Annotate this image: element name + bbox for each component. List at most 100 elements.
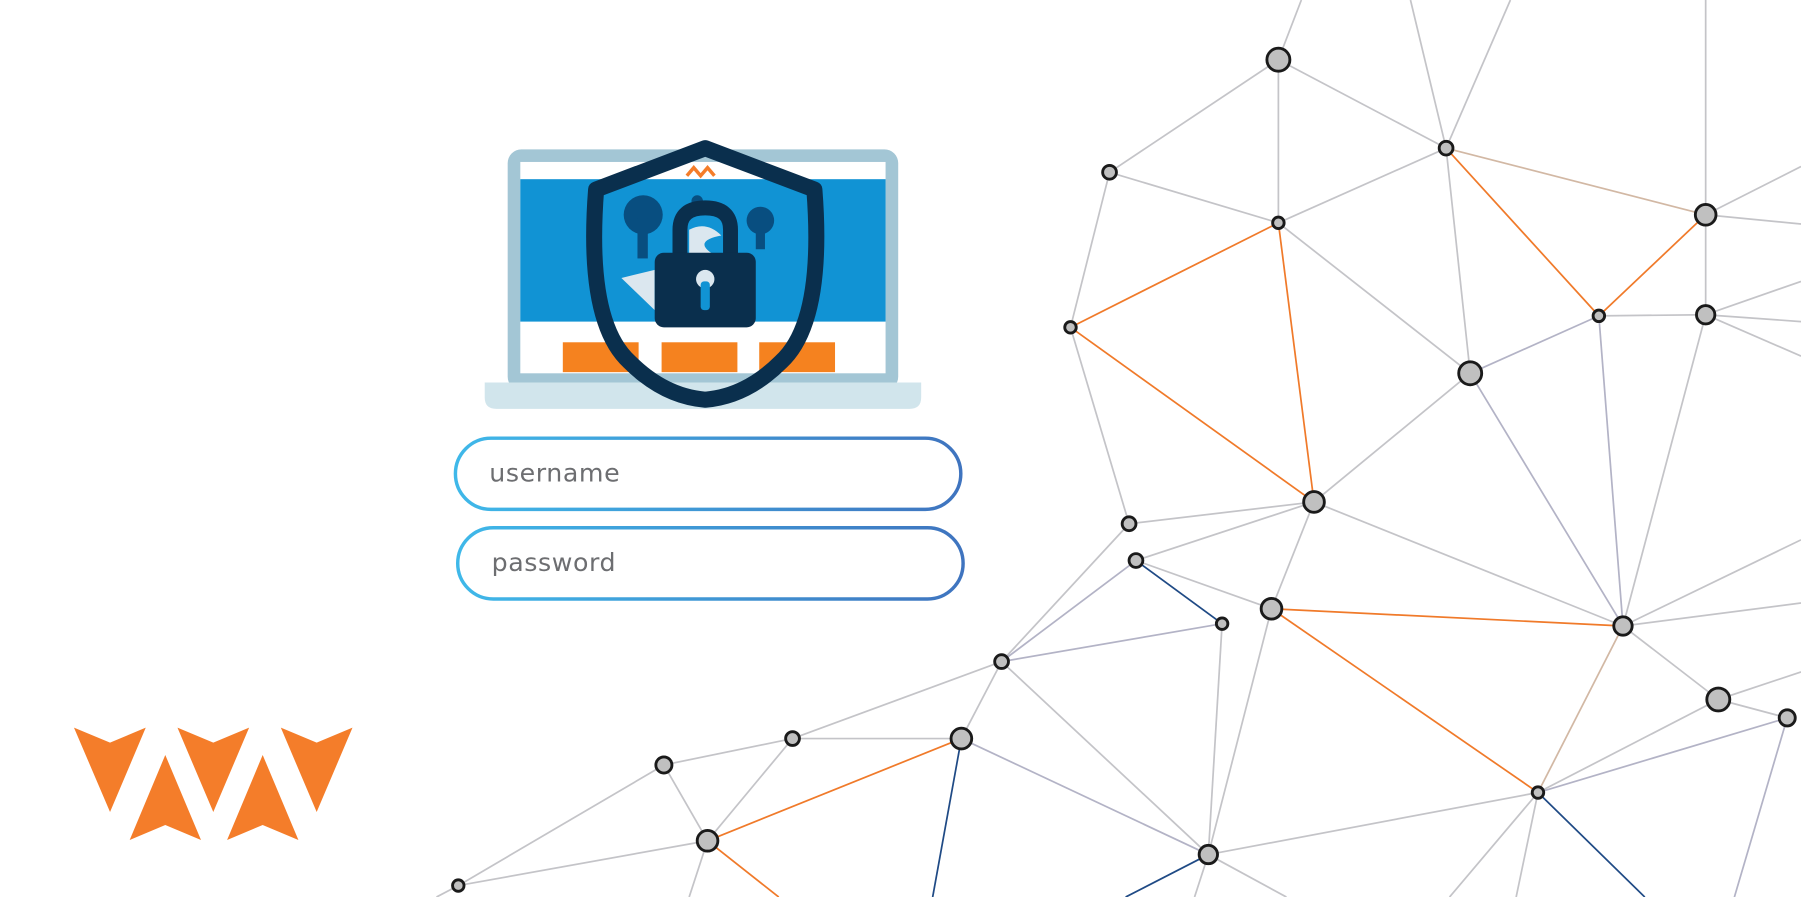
network-node <box>993 653 1010 670</box>
network-edge <box>1270 501 1315 610</box>
network-node <box>784 730 801 747</box>
network-edge <box>1000 523 1130 663</box>
network-node <box>1530 785 1546 800</box>
network-edge <box>1208 791 1539 856</box>
network-node <box>1695 304 1717 326</box>
network-node <box>1612 615 1634 637</box>
network-edge <box>1313 501 1624 627</box>
network-edge <box>1705 313 1801 357</box>
network-edge <box>1409 0 1447 149</box>
network-edge <box>1135 501 1315 562</box>
network-node <box>1120 515 1138 533</box>
network-node <box>949 726 974 751</box>
network-node <box>1777 708 1797 728</box>
network-edge <box>1622 314 1707 627</box>
network-node <box>1063 320 1078 335</box>
network-edge <box>1135 559 1223 625</box>
network-edge <box>1207 853 1287 897</box>
network-edge <box>1207 608 1273 855</box>
network-node <box>451 878 466 893</box>
network-edge <box>1109 59 1279 174</box>
network-node <box>1591 308 1607 324</box>
network-edge <box>1705 165 1801 216</box>
network-node <box>1693 203 1718 227</box>
network-edge <box>1622 539 1801 627</box>
network-node <box>1271 215 1286 231</box>
network-edge <box>1135 559 1272 610</box>
network-node <box>1457 360 1484 387</box>
network-edge <box>1271 607 1624 627</box>
network-edge <box>1622 625 1719 701</box>
network-edge <box>1469 372 1624 627</box>
network-node <box>1705 686 1732 713</box>
network-edge <box>1277 222 1471 374</box>
network-edge <box>1469 315 1600 375</box>
network-edge <box>457 764 665 887</box>
network-edge <box>1069 172 1111 328</box>
network-node <box>1127 552 1145 569</box>
network-edge <box>960 661 1003 739</box>
password-placeholder: password <box>491 549 617 578</box>
network-node <box>1101 163 1118 181</box>
network-edge <box>1622 602 1801 627</box>
network-edge <box>707 737 962 842</box>
username-placeholder: username <box>489 459 621 489</box>
network-edge <box>707 840 780 897</box>
network-edge <box>792 660 1002 740</box>
network-edge <box>1001 559 1137 663</box>
network-edge <box>1598 313 1706 317</box>
brand-logo <box>73 727 353 840</box>
network-edge <box>1733 717 1789 897</box>
network-node <box>695 829 720 853</box>
network-node <box>654 755 674 775</box>
network-edge <box>706 737 794 842</box>
network-node <box>1302 490 1326 514</box>
network-edge <box>1069 326 1315 503</box>
network-edge <box>1125 853 1209 897</box>
network-edge <box>1277 58 1447 149</box>
network-edge <box>1445 147 1600 317</box>
network-edge <box>1109 171 1279 224</box>
network-edge <box>1705 280 1801 316</box>
network-edge <box>1001 622 1223 663</box>
password-field[interactable]: password <box>457 526 965 601</box>
network-edge <box>1537 625 1624 793</box>
network-node <box>1265 46 1292 73</box>
network-edge <box>1271 608 1539 794</box>
padlock-icon <box>654 200 756 328</box>
network-edge <box>1277 222 1315 503</box>
network-edge <box>961 737 1209 856</box>
network-edge <box>1445 0 1512 149</box>
network-edge <box>1069 327 1130 525</box>
network-edge <box>1705 313 1801 323</box>
network-edge <box>1537 717 1788 794</box>
network-node <box>1437 139 1455 157</box>
network-edge <box>663 737 793 766</box>
network-edge <box>1278 147 1447 224</box>
network-edge <box>931 738 963 897</box>
network-node <box>1197 843 1219 866</box>
network-edge <box>1598 214 1707 317</box>
network-edge <box>1537 791 1646 897</box>
network-edge <box>1705 213 1801 225</box>
network-edge <box>1070 222 1279 329</box>
network-edge <box>458 839 708 887</box>
network-edge <box>1448 791 1539 897</box>
network-edge <box>1537 698 1719 794</box>
network-edge <box>1718 671 1801 701</box>
network-node <box>1214 616 1230 631</box>
network-edge <box>1207 623 1223 855</box>
network-edge <box>1597 315 1624 627</box>
network-edge <box>1128 501 1315 525</box>
shield-icon <box>586 140 825 408</box>
username-field[interactable]: username <box>455 436 963 511</box>
network-edge <box>1000 660 1209 856</box>
network-node <box>1259 596 1284 621</box>
network-edge <box>1445 147 1706 216</box>
network-edge <box>663 764 709 842</box>
network-edge <box>1515 792 1539 897</box>
network-edge <box>1313 372 1471 503</box>
